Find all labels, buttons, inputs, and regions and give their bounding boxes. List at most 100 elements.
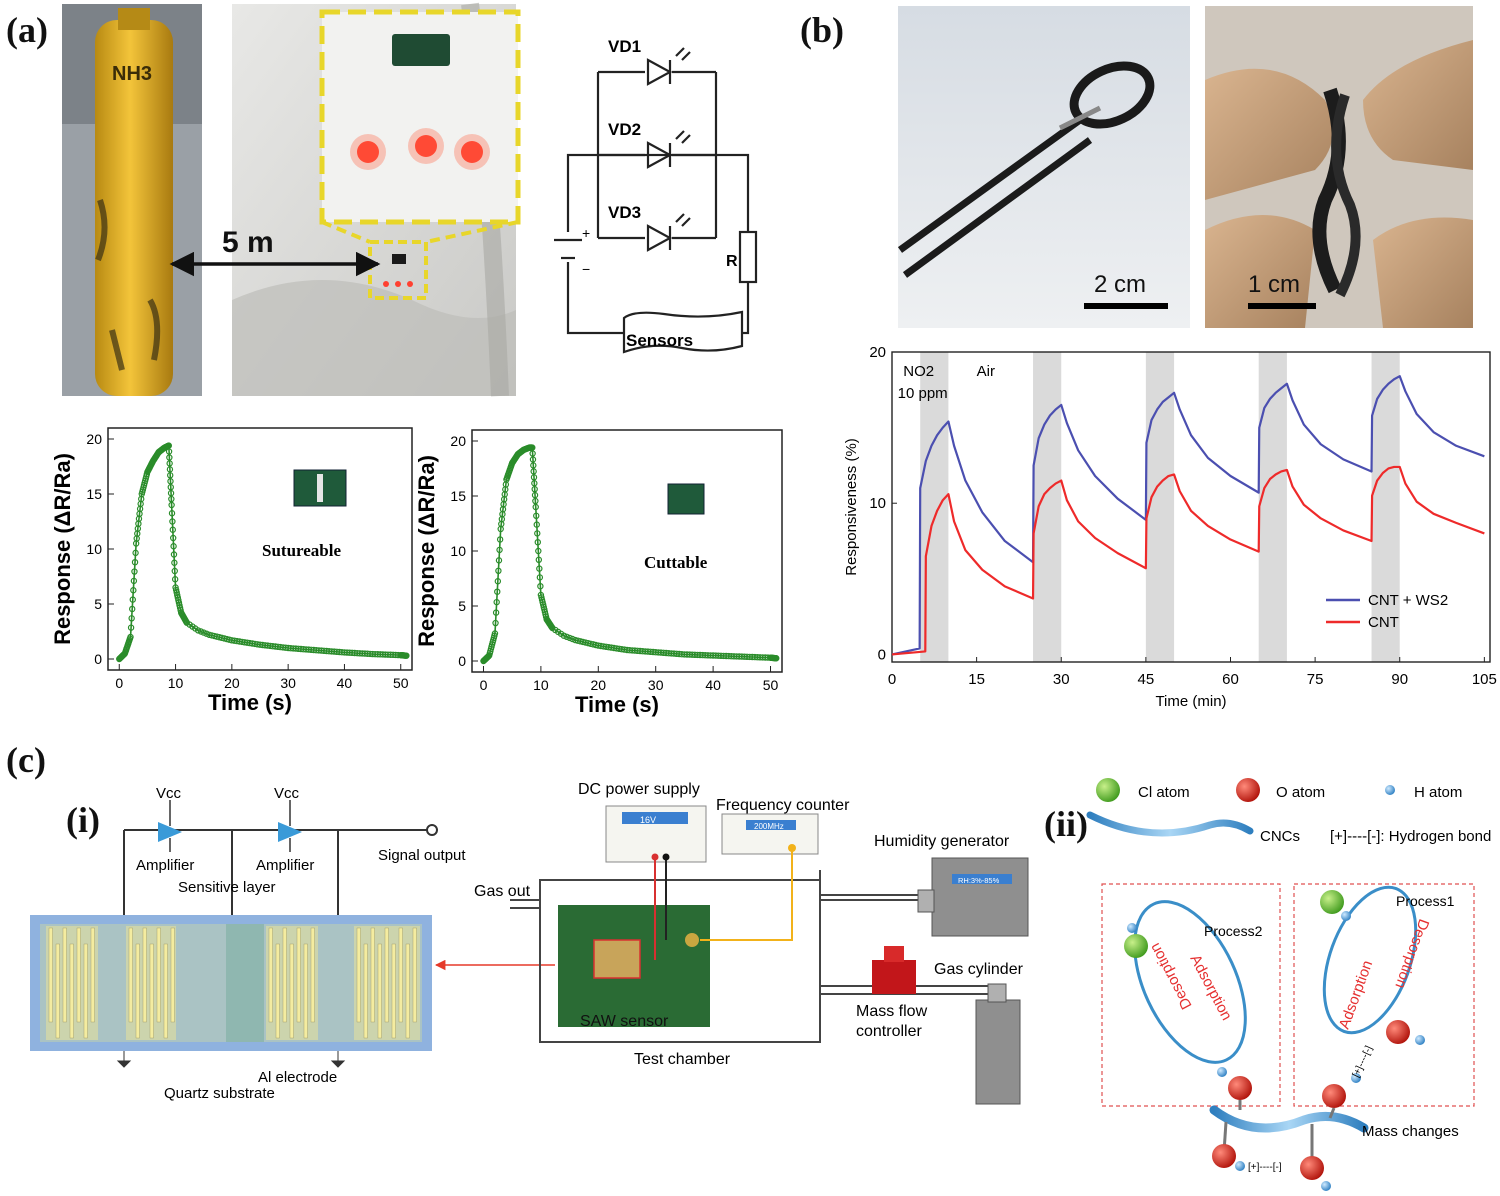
saw-sensor-label: SAW sensor bbox=[580, 1013, 669, 1030]
x-tick-label: 10 bbox=[533, 677, 549, 693]
legend-h-atom: H atom bbox=[1414, 784, 1462, 801]
data-point bbox=[495, 567, 502, 575]
suture-thread bbox=[317, 474, 323, 502]
data-point bbox=[530, 468, 537, 475]
data-point bbox=[493, 598, 500, 606]
idt-finger bbox=[142, 927, 147, 1023]
data-point bbox=[169, 518, 176, 525]
mechanism-diagram bbox=[1101, 883, 1475, 1191]
humidity-generator-label: Humidity generator bbox=[874, 833, 1010, 850]
idt-finger bbox=[412, 927, 417, 1023]
x-tick-label: 10 bbox=[168, 675, 184, 691]
y-tick-label: 0 bbox=[94, 651, 102, 667]
data-point bbox=[168, 501, 175, 509]
amplifier-label-1: Amplifier bbox=[136, 857, 194, 874]
data-point bbox=[496, 536, 504, 543]
legend-label: CNT bbox=[1368, 614, 1399, 631]
resistor-label: R bbox=[726, 253, 738, 270]
panel-b-label: (b) bbox=[800, 10, 844, 50]
data-point bbox=[531, 491, 539, 499]
y-tick-label: 10 bbox=[869, 495, 886, 512]
led-circuit bbox=[554, 47, 758, 354]
data-point bbox=[132, 549, 139, 557]
y-tick-label: 0 bbox=[878, 646, 886, 663]
data-point bbox=[128, 615, 135, 622]
mfc-label-line1: Mass flow bbox=[856, 1003, 928, 1020]
idt-finger bbox=[135, 943, 140, 1039]
x-tick-label: 40 bbox=[337, 675, 353, 691]
gas-out-label: Gas out bbox=[474, 883, 531, 900]
data-point bbox=[129, 605, 136, 613]
al-electrode-label: Al electrode bbox=[258, 1069, 337, 1086]
test-setup bbox=[510, 805, 1029, 1105]
data-point bbox=[529, 450, 536, 457]
data-point bbox=[533, 512, 540, 520]
data-point bbox=[166, 460, 173, 467]
sensors-label: Sensors bbox=[626, 331, 693, 350]
sensitive-layer-label: Sensitive layer bbox=[178, 879, 276, 896]
mechanism-legend bbox=[1086, 778, 1395, 837]
data-point bbox=[170, 551, 178, 558]
legend-cncs: CNCs bbox=[1260, 828, 1300, 845]
process1-label: Process1 bbox=[1396, 893, 1455, 909]
data-point bbox=[167, 489, 175, 497]
data-point bbox=[560, 632, 568, 639]
data-point bbox=[166, 466, 174, 473]
idt-finger bbox=[370, 927, 375, 1023]
y-tick-label: 5 bbox=[94, 596, 102, 612]
idt-finger bbox=[48, 927, 53, 1023]
legend-hydrogen-bond: [+]----[-]: Hydrogen bond bbox=[1330, 828, 1491, 845]
test-chamber-label: Test chamber bbox=[634, 1051, 731, 1068]
y-tick-label: 5 bbox=[458, 598, 466, 614]
data-point bbox=[563, 633, 570, 641]
data-point bbox=[537, 583, 544, 590]
x-tick-label: 30 bbox=[280, 675, 296, 691]
distance-label: 5 m bbox=[222, 226, 274, 259]
data-point bbox=[171, 559, 178, 566]
data-point bbox=[496, 546, 503, 554]
data-point bbox=[127, 624, 135, 631]
x-axis-label: Time (min) bbox=[1155, 693, 1226, 710]
data-point bbox=[170, 543, 177, 550]
annotation-no2: NO2 bbox=[903, 363, 934, 380]
plot-frame bbox=[107, 427, 413, 671]
y-tick-label: 20 bbox=[450, 433, 466, 449]
series-line-cnt-ws2 bbox=[891, 375, 1485, 656]
idt-finger bbox=[384, 927, 389, 1023]
amplifier-label-2: Amplifier bbox=[256, 857, 314, 874]
battery-minus: − bbox=[582, 261, 590, 277]
data-point bbox=[531, 480, 538, 487]
y-tick-label: 20 bbox=[86, 431, 102, 447]
annotation-concentration: 10 ppm bbox=[898, 385, 948, 402]
data-point bbox=[127, 633, 134, 641]
x-tick-label: 75 bbox=[1307, 671, 1324, 688]
freq-display: 200MHz bbox=[754, 822, 784, 831]
data-point bbox=[171, 576, 179, 583]
desorption-label-2: Desorption bbox=[1391, 917, 1432, 991]
adsorption-label-2: Adsorption bbox=[1336, 958, 1377, 1031]
twisted-fiber-photo bbox=[1205, 6, 1473, 328]
idt-finger bbox=[310, 927, 315, 1023]
saw-ground-symbols bbox=[116, 1051, 346, 1068]
annotation-label: Cuttable bbox=[644, 553, 708, 572]
data-point bbox=[494, 578, 502, 585]
x-tick-label: 0 bbox=[480, 677, 488, 693]
x-axis-label: Time (s) bbox=[208, 690, 292, 715]
y-axis-label: Response (ΔR/Ra) bbox=[414, 455, 439, 647]
data-point bbox=[533, 521, 540, 528]
x-tick-label: 50 bbox=[763, 677, 779, 693]
data-point bbox=[532, 497, 539, 505]
data-point bbox=[171, 567, 178, 575]
frequency-counter-label: Frequency counter bbox=[716, 797, 850, 814]
y-tick-label: 15 bbox=[450, 488, 466, 504]
battery-plus: + bbox=[582, 225, 590, 241]
data-point bbox=[168, 495, 175, 503]
x-tick-label: 105 bbox=[1472, 671, 1497, 688]
hbond-label-1: [+]----[-] bbox=[1351, 1044, 1375, 1079]
data-point bbox=[494, 588, 501, 595]
idt-finger bbox=[62, 927, 67, 1023]
scale-bar-1cm: 1 cm bbox=[1248, 271, 1300, 298]
data-point bbox=[169, 526, 176, 533]
idt-finger bbox=[149, 943, 154, 1039]
